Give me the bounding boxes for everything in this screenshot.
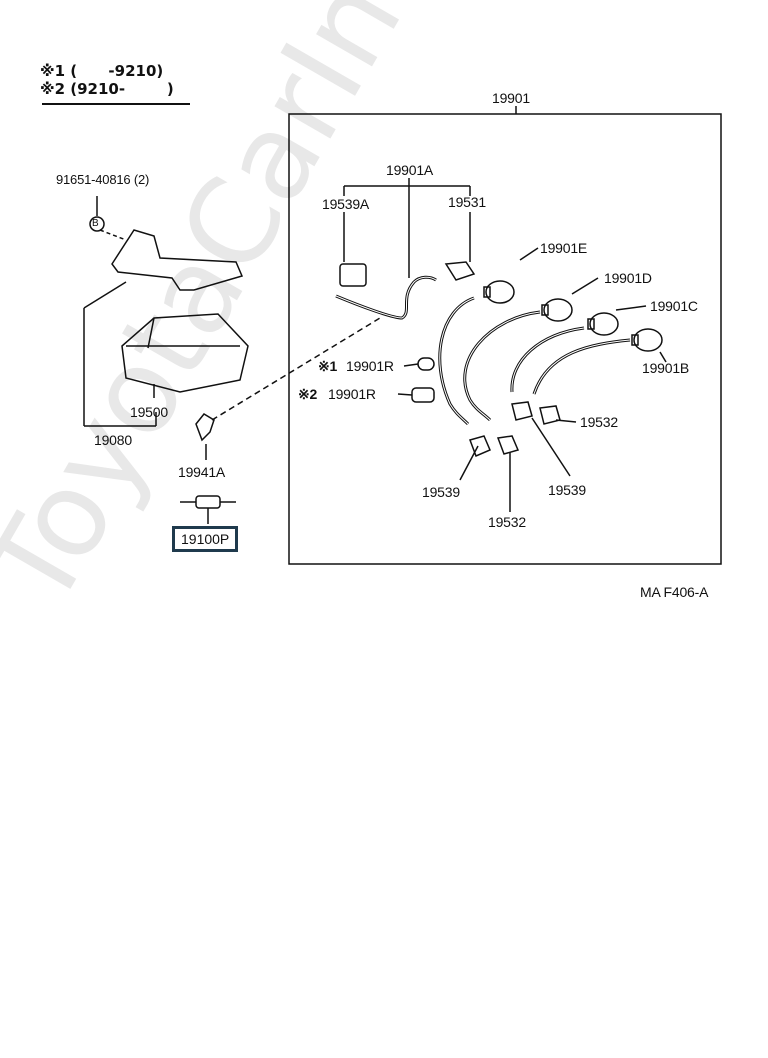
diagram-code: MA F406-A (640, 584, 709, 600)
part-19941A[interactable]: 19941A (178, 464, 226, 480)
boot-19532-b (496, 435, 520, 455)
ignitor-19500 (121, 313, 249, 393)
wire-19901B (532, 338, 631, 395)
bolt-letter: B (92, 218, 99, 229)
plug-cap-19901B (631, 328, 663, 352)
part-91651-40816[interactable]: 91651-40816 (2) (56, 172, 150, 187)
plug-cap-19901E (483, 280, 515, 304)
part-19901D[interactable]: 19901D (604, 270, 652, 286)
legend-line-2: ※2 (9210- ) (40, 80, 174, 98)
boot-19539-a (469, 435, 491, 457)
legend-line-1: ※1 ( -9210) (40, 62, 164, 80)
connector-19539A (339, 263, 367, 287)
bolt-mark (89, 216, 105, 232)
part-19539-a[interactable]: 19539 (422, 484, 460, 500)
boot-19901R-2 (411, 387, 435, 403)
mark-1: ※1 (318, 358, 338, 374)
grommet-19901R-1 (417, 357, 435, 371)
connector-19531 (444, 261, 476, 281)
part-19901[interactable]: 19901 (492, 90, 530, 106)
part-19080[interactable]: 19080 (94, 432, 132, 448)
wire-19901A (335, 275, 437, 320)
part-19901A[interactable]: 19901A (386, 162, 434, 178)
plug-cap-19901D (541, 298, 573, 322)
plug-cap-19901C (587, 312, 619, 336)
part-19901E[interactable]: 19901E (540, 240, 588, 256)
part-19539A[interactable]: 19539A (322, 196, 370, 212)
mark-2: ※2 (298, 386, 318, 402)
wire-19901C (510, 326, 585, 393)
clamp-19941A (195, 413, 215, 442)
part-19100P-highlight[interactable]: 19100P (172, 526, 239, 552)
part-19532-a[interactable]: 19532 (580, 414, 618, 430)
part-19901R-1[interactable]: 19901R (346, 358, 394, 374)
part-19531[interactable]: 19531 (448, 194, 486, 210)
part-19500[interactable]: 19500 (130, 404, 168, 420)
harness-kit-box (288, 113, 722, 565)
part-19901C[interactable]: 19901C (650, 298, 698, 314)
sensor-19100P (195, 495, 221, 509)
part-19901R-2[interactable]: 19901R (328, 386, 376, 402)
boot-19539-b (511, 401, 533, 421)
part-19539-b[interactable]: 19539 (548, 482, 586, 498)
part-19901B[interactable]: 19901B (642, 360, 690, 376)
ignitor-bracket (111, 229, 244, 291)
part-19532-b[interactable]: 19532 (488, 514, 526, 530)
boot-19532-a (539, 405, 561, 425)
